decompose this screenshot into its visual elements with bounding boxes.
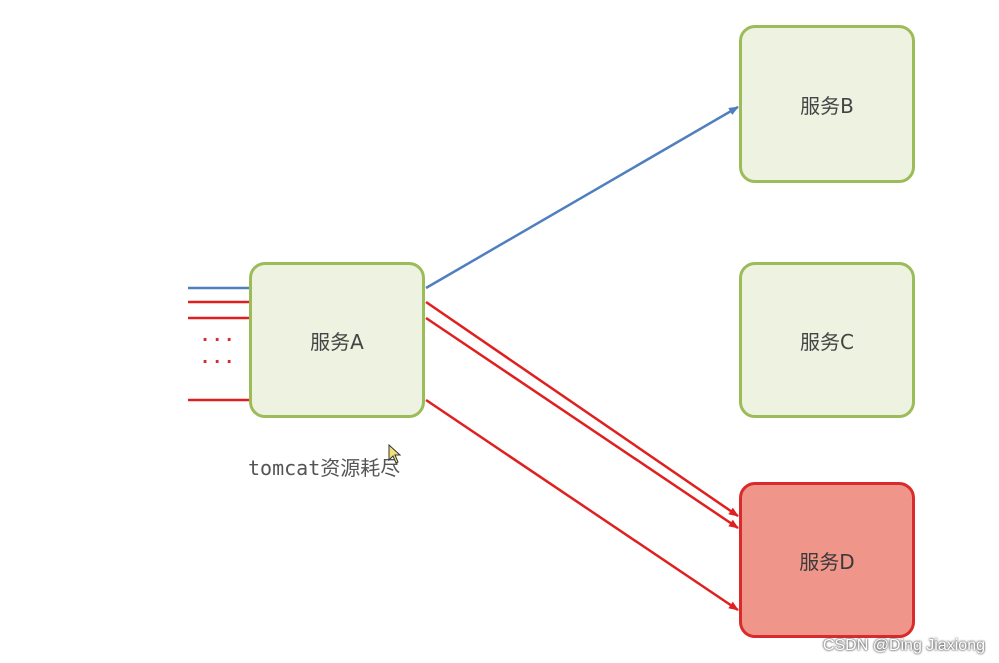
call-a-to-d-1: [425, 300, 739, 518]
call-a-to-d-2: [425, 316, 739, 530]
mouse-cursor-icon: [388, 444, 402, 464]
service-d-label: 服务D: [799, 549, 855, 574]
resource-exhausted-caption: tomcat资源耗尽: [248, 456, 401, 480]
ellipsis-indicator: ···: [202, 352, 239, 371]
service-c-node: 服务C: [739, 262, 915, 418]
service-a-node: 服务A: [249, 262, 425, 418]
service-c-label: 服务C: [800, 329, 854, 354]
service-a-label: 服务A: [310, 329, 364, 354]
call-a-to-d-3: [425, 398, 739, 612]
service-b-node: 服务B: [739, 25, 915, 183]
watermark: CSDN @Ding Jiaxiong: [822, 637, 985, 654]
call-a-to-b: [425, 105, 739, 290]
ellipsis-indicator: ···: [202, 330, 239, 349]
service-d-node: 服务D: [739, 482, 915, 638]
service-b-label: 服务B: [800, 93, 854, 118]
